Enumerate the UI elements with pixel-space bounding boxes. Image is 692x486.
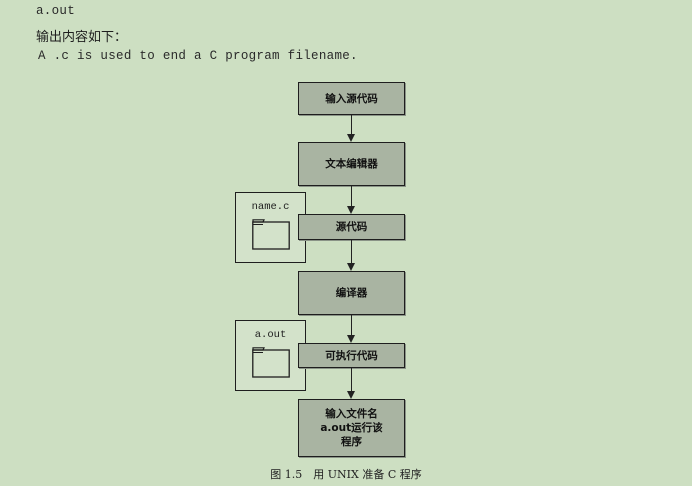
step-input-source-code: 输入源代码 — [298, 82, 405, 115]
connector-line — [351, 315, 353, 336]
step-compiler: 编译器 — [298, 271, 405, 315]
arrow-down-icon — [347, 263, 355, 271]
step-label-line: a.out运行该 — [320, 422, 383, 434]
step-label: 源代码 — [335, 221, 368, 233]
file-label: name.c — [251, 201, 290, 213]
step-run-program: 输入文件名 a.out运行该 程序 — [298, 399, 405, 457]
output-heading: 输出内容如下： — [36, 30, 128, 45]
step-label: 输入源代码 — [325, 92, 378, 105]
step-label: 编译器 — [335, 287, 368, 299]
step-text-editor: 文本编辑器 — [298, 142, 405, 186]
step-executable-code: 可执行代码 — [298, 343, 405, 368]
folder-icon — [252, 347, 290, 378]
connector-line — [351, 240, 353, 264]
connector-line — [351, 368, 353, 392]
file-box-aout: a.out — [235, 320, 306, 391]
connector-line — [351, 186, 353, 207]
output-text: A .c is used to end a C program filename… — [38, 49, 358, 63]
code-line-aout: a.out — [36, 4, 76, 18]
folder-icon — [252, 219, 290, 250]
step-label: 文本编辑器 — [325, 158, 378, 170]
arrow-down-icon — [347, 391, 355, 399]
step-label-line: 输入文件名 — [325, 408, 378, 420]
file-label: a.out — [254, 329, 287, 341]
arrow-down-icon — [347, 206, 355, 214]
arrow-down-icon — [347, 335, 355, 343]
connector-line — [351, 115, 353, 135]
figure-caption: 图 1.5 用 UNIX 准备 C 程序 — [270, 468, 422, 481]
arrow-down-icon — [347, 134, 355, 142]
file-box-name-c: name.c — [235, 192, 306, 263]
step-label-line: 程序 — [341, 436, 362, 448]
step-source-code: 源代码 — [298, 214, 405, 240]
step-label: 可执行代码 — [325, 349, 378, 362]
